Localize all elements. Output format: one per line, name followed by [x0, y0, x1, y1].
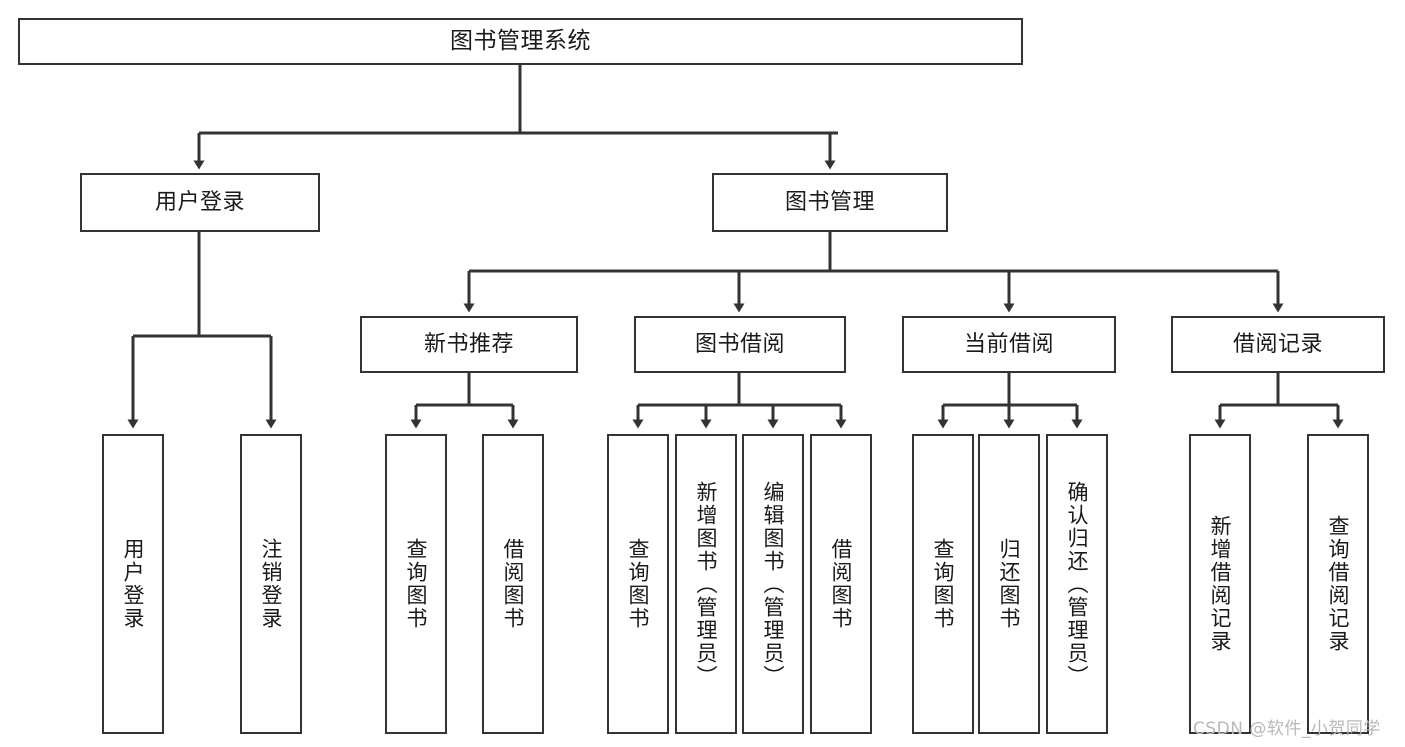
node-label: 借阅记录 — [1232, 331, 1323, 357]
node-label: 新增图书（管理员） — [694, 480, 719, 688]
leaf-edit-book[interactable]: 编辑图书（管理员） — [742, 434, 804, 734]
node-label: 查询图书 — [626, 538, 651, 630]
node-label: 注销登录 — [259, 538, 284, 630]
node-label: 用户登录 — [121, 538, 146, 630]
node-label: 查询借阅记录 — [1326, 515, 1351, 653]
leaf-add-book[interactable]: 新增图书（管理员） — [675, 434, 737, 734]
node-user-login[interactable]: 用户登录 — [80, 173, 320, 232]
leaf-confirm-return[interactable]: 确认归还（管理员） — [1046, 434, 1108, 734]
node-label: 查询图书 — [404, 538, 429, 630]
node-label: 用户登录 — [154, 189, 245, 215]
node-new-book-recommend[interactable]: 新书推荐 — [360, 316, 578, 373]
node-label: 新书推荐 — [423, 331, 514, 357]
node-label: 图书借阅 — [694, 331, 785, 357]
node-label: 查询图书 — [931, 538, 956, 630]
node-label: 归还图书 — [997, 538, 1022, 630]
node-current-borrow[interactable]: 当前借阅 — [902, 316, 1116, 373]
node-label: 当前借阅 — [963, 331, 1054, 357]
node-label: 新增借阅记录 — [1208, 515, 1233, 653]
node-book-management[interactable]: 图书管理 — [712, 173, 948, 232]
leaf-borrow-book-recommend[interactable]: 借阅图书 — [482, 434, 544, 734]
watermark: CSDN @软件_小贺同学 — [1193, 719, 1381, 739]
node-label: 借阅图书 — [829, 538, 854, 630]
leaf-query-book-borrow[interactable]: 查询图书 — [607, 434, 669, 734]
leaf-logout[interactable]: 注销登录 — [240, 434, 302, 734]
node-label: 编辑图书（管理员） — [761, 480, 786, 688]
leaf-return-book[interactable]: 归还图书 — [978, 434, 1040, 734]
node-book-borrow[interactable]: 图书借阅 — [634, 316, 846, 373]
node-label: 借阅图书 — [501, 538, 526, 630]
leaf-borrow-book[interactable]: 借阅图书 — [810, 434, 872, 734]
node-label: 图书管理系统 — [450, 27, 591, 54]
node-borrow-record[interactable]: 借阅记录 — [1171, 316, 1385, 373]
node-root-system[interactable]: 图书管理系统 — [18, 18, 1023, 65]
leaf-query-book-current[interactable]: 查询图书 — [912, 434, 974, 734]
node-label: 图书管理 — [784, 189, 875, 215]
leaf-add-borrow-record[interactable]: 新增借阅记录 — [1189, 434, 1251, 734]
leaf-query-borrow-record[interactable]: 查询借阅记录 — [1307, 434, 1369, 734]
node-label: 确认归还（管理员） — [1065, 480, 1090, 688]
leaf-query-book-recommend[interactable]: 查询图书 — [385, 434, 447, 734]
leaf-user-login[interactable]: 用户登录 — [102, 434, 164, 734]
